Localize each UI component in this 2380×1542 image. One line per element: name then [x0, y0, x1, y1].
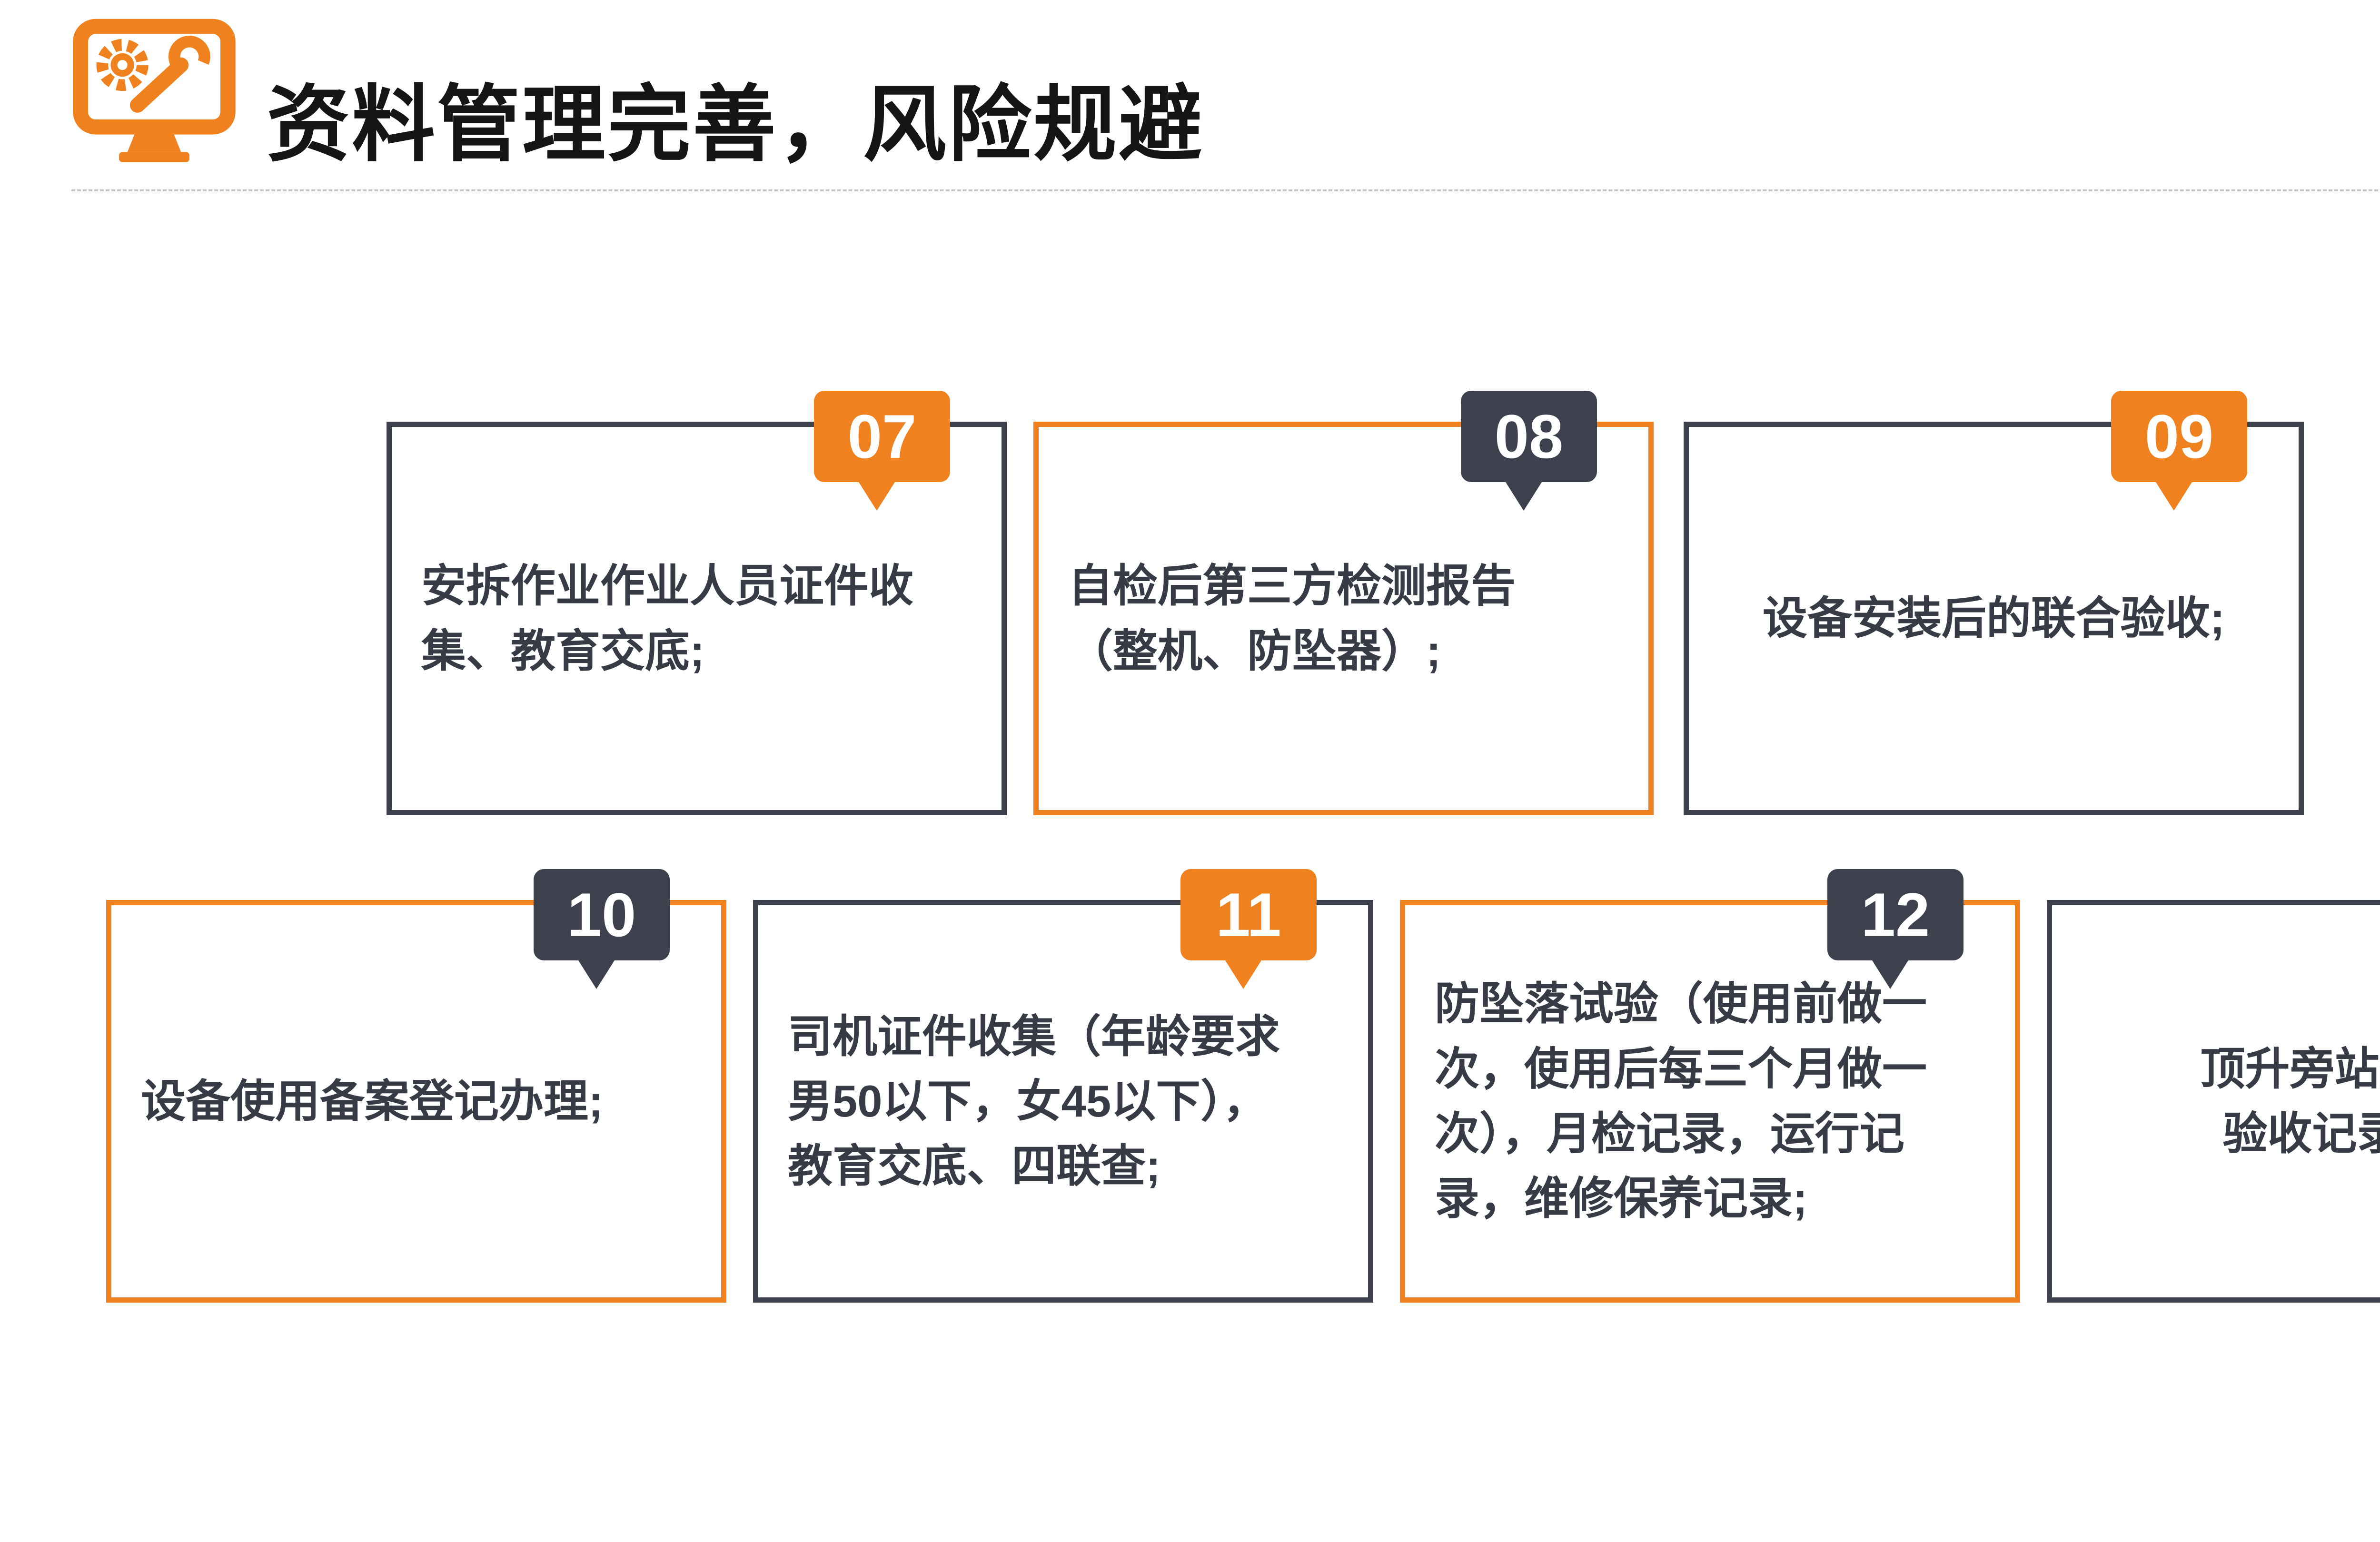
step-text: 自检后第三方检测报告 （整机、防坠器）; [1068, 561, 1516, 676]
step-text: 顶升旁站记录、 验收记录等。 [2200, 1043, 2380, 1158]
step-number: 07 [847, 402, 917, 471]
step-box-13: 13 顶升旁站记录、 验收记录等。 [2047, 900, 2380, 1303]
step-box-11: 11 司机证件收集（年龄要求 男50以下，女45以下）， 教育交底、四联查; [753, 869, 1373, 1303]
step-box-08: 08 自检后第三方检测报告 （整机、防坠器）; [1033, 391, 1654, 815]
step-text: 设备安装后的联合验收; [1762, 593, 2225, 643]
divider-dashed-line [71, 189, 2380, 191]
step-text: 设备使用备案登记办理; [141, 1076, 604, 1126]
step-badge-11: 11 [1180, 869, 1317, 989]
badge-pointer [1506, 482, 1542, 511]
step-number: 09 [2144, 402, 2214, 471]
step-text: 防坠落试验（使用前做一 次，使用后每三个月做一 次），月检记录，运行记 录，维修… [1435, 979, 1927, 1224]
monitor-tools-icon [70, 18, 238, 186]
step-box-07: 07 安拆作业作业人员证件收 集、教育交底; [387, 391, 1007, 815]
step-box-10: 10 设备使用备案登记办理; [106, 869, 726, 1303]
step-number: 12 [1861, 880, 1930, 949]
step-box-09: 09 设备安装后的联合验收; [1684, 391, 2304, 815]
step-badge-10: 10 [534, 869, 670, 989]
step-badge-07: 07 [814, 391, 950, 511]
badge-pointer [859, 482, 895, 511]
step-box-12: 12 防坠落试验（使用前做一 次，使用后每三个月做一 次），月检记录，运行记 录… [1400, 869, 2020, 1303]
step-number: 11 [1216, 880, 1281, 949]
step-text: 安拆作业作业人员证件收 集、教育交底; [421, 561, 914, 676]
step-number: 08 [1494, 402, 1564, 471]
badge-pointer [1225, 960, 1262, 989]
step-badge-08: 08 [1461, 391, 1597, 511]
step-number: 10 [567, 880, 636, 949]
step-badge-12: 12 [1827, 869, 1964, 989]
badge-pointer [578, 960, 615, 989]
page-title: 资料管理完善，风险规避 [267, 79, 1204, 171]
step-text: 司机证件收集（年龄要求 男50以下，女45以下）， 教育交底、四联查; [788, 1011, 1280, 1191]
badge-pointer [2156, 482, 2192, 511]
step-badge-09: 09 [2111, 391, 2247, 511]
badge-pointer [1872, 960, 1909, 989]
